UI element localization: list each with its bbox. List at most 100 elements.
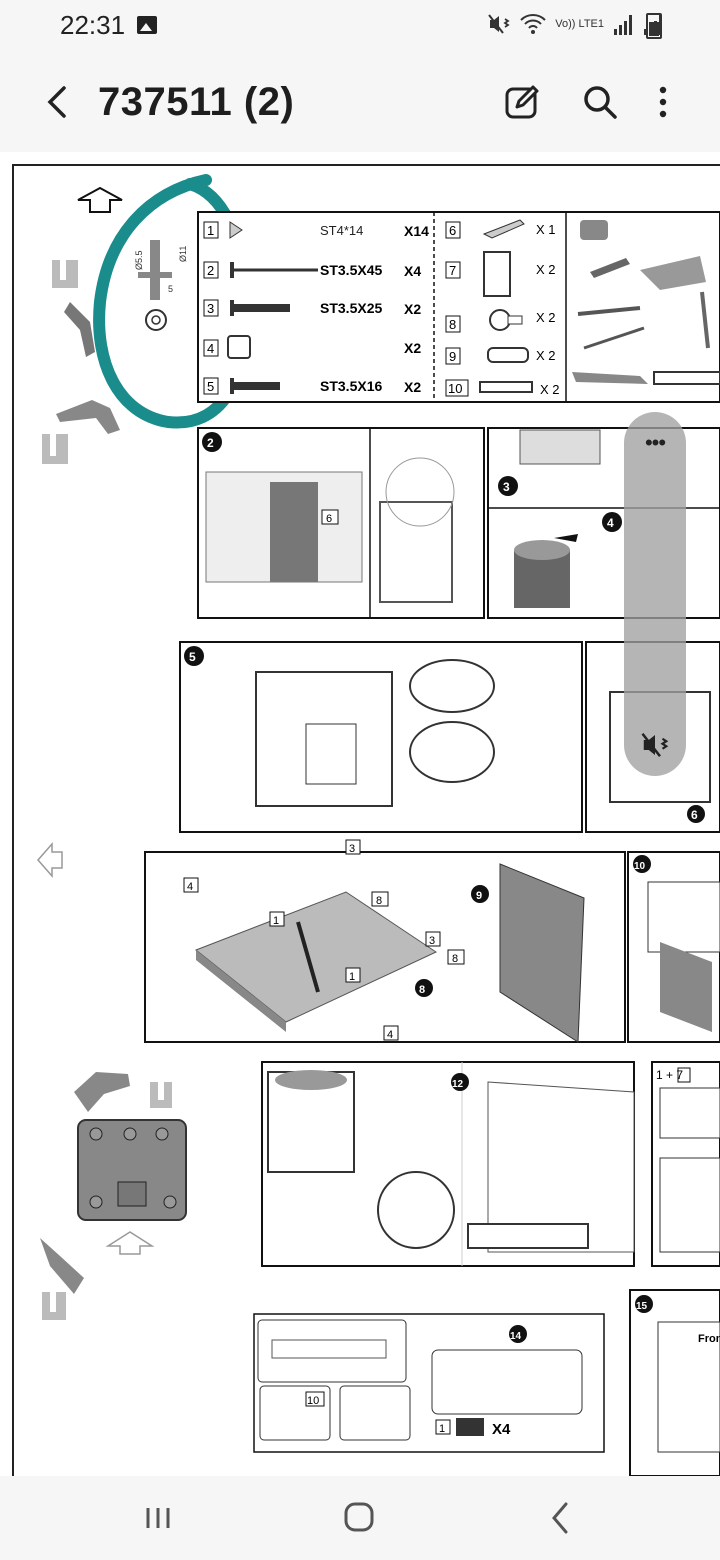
part-row-8: 8 X 2 (445, 309, 556, 333)
step-5-label: 5 (189, 650, 196, 664)
part-spec-5: ST3.5X16 (320, 378, 382, 394)
panel-more-button[interactable]: ••• (644, 430, 666, 455)
step-12-panel: 12 (261, 1061, 635, 1267)
step-13-panel: 1 + 7 (651, 1061, 720, 1267)
part-num-9: 9 (449, 349, 456, 364)
part-num-5: 5 (207, 379, 214, 394)
more-options-button[interactable] (644, 80, 688, 124)
part-row-10: 10 X 2 (445, 379, 560, 397)
step-3-label: 3 (503, 480, 510, 494)
part-qty-10: X 2 (540, 382, 560, 397)
edit-button[interactable] (500, 80, 544, 124)
part-qty-9: X 2 (536, 348, 556, 363)
recents-button[interactable] (128, 1496, 188, 1540)
status-time: 22:31 (60, 10, 126, 40)
step-10-panel: 10 (627, 851, 720, 1043)
step-8-callout-8b: 8 (452, 953, 458, 965)
step-14-label: 14 (510, 1331, 522, 1342)
arrow-up-outline-icon (105, 1231, 155, 1255)
home-button[interactable] (328, 1496, 388, 1540)
screw-dimension-drawing: Ø5.5 Ø11 5 (134, 240, 188, 331)
search-icon (584, 86, 617, 119)
part-row-5: 5 ST3.5X16 X2 (203, 377, 421, 395)
drill-icon-set-2 (42, 400, 120, 464)
drill-icon-set-1 (52, 260, 95, 357)
back-icon (552, 1502, 568, 1534)
part-row-4: 4 X2 (203, 335, 421, 359)
edit-icon (505, 85, 539, 119)
part-row-9: 9 X 2 (445, 347, 556, 365)
dim-label-3: 5 (168, 284, 173, 294)
mute-vibrate-icon[interactable] (640, 730, 670, 760)
image-notification-icon (137, 16, 157, 34)
mute-vibrate-icon (488, 14, 510, 34)
status-icons: Vo)) LTE1 (487, 12, 664, 36)
step-2-callout: 6 (326, 513, 332, 525)
signal-1-icon (612, 13, 634, 35)
step-8-callout-1b: 1 (349, 971, 355, 983)
hinge-plate-drawing (40, 1072, 187, 1320)
part-qty-7: X 2 (536, 262, 556, 277)
part-qty-1: X14 (404, 223, 429, 239)
home-icon (344, 1502, 374, 1532)
page-title: 737511 (2) (98, 80, 295, 124)
part-row-1: 1 ST4*14 X14 (203, 221, 429, 239)
step-8-callout-8a: 8 (376, 895, 382, 907)
step-6-label: 6 (691, 808, 698, 822)
part-qty-6: X 1 (536, 222, 556, 237)
part-num-7: 7 (449, 263, 456, 278)
part-row-2: 2 ST3.5X45 X4 (203, 261, 421, 279)
step-12-label: 12 (452, 1079, 464, 1090)
system-nav-bar (0, 1476, 720, 1560)
part-qty-2: X4 (404, 263, 421, 279)
step-13-callout: 1 + 7 (656, 1068, 683, 1082)
document-viewer[interactable]: Ø5.5 Ø11 5 1 ST4*14 X14 2 ST3.5X45 X4 (0, 152, 720, 1476)
part-num-10: 10 (448, 381, 462, 396)
step-8-callout-3a: 3 (349, 843, 355, 855)
step-14-panel: 10 14 1 X4 (253, 1313, 605, 1453)
status-bar: 22:31 Vo)) LTE1 (0, 0, 720, 52)
part-qty-4: X2 (404, 340, 421, 356)
dim-label-1: Ø5.5 (134, 250, 144, 270)
recents-icon (146, 1508, 170, 1528)
step-14-callout-10: 10 (307, 1395, 319, 1407)
part-num-6: 6 (449, 223, 456, 238)
step-14-callout-1: 1 (439, 1423, 445, 1435)
part-qty-3: X2 (404, 301, 421, 317)
step-4-label: 4 (607, 516, 614, 530)
manual-diagram: Ø5.5 Ø11 5 1 ST4*14 X14 2 ST3.5X45 X4 (37, 174, 720, 1476)
back-button[interactable] (38, 82, 78, 122)
step-8-callout-4a: 4 (187, 881, 193, 893)
step-8-callout-4b: 4 (387, 1029, 393, 1041)
dim-label-2: Ø11 (178, 246, 188, 262)
step-10-label: 10 (634, 861, 646, 872)
nav-back-button[interactable] (530, 1496, 590, 1540)
part-spec-2: ST3.5X45 (320, 262, 382, 278)
step-14-qty: X4 (492, 1421, 511, 1438)
network-label: Vo)) LTE1 (555, 17, 604, 30)
step-5-panel: 5 (179, 641, 583, 833)
arrow-left-outline-icon (37, 842, 63, 878)
part-num-4: 4 (207, 341, 214, 356)
part-qty-5: X2 (404, 379, 421, 395)
part-num-1: 1 (207, 223, 214, 238)
search-button[interactable] (578, 80, 622, 124)
floating-side-panel[interactable]: ••• (624, 412, 686, 776)
arrow-up-icon (77, 186, 123, 213)
part-spec-3: ST3.5X25 (320, 300, 382, 316)
step-8-callout-3b: 3 (429, 935, 435, 947)
tools-illustration (572, 220, 720, 385)
step-8-callout-1a: 1 (273, 915, 279, 927)
part-spec-1: ST4*14 (320, 223, 363, 238)
more-vertical-icon (659, 86, 667, 118)
step-8-panel: 4 1 3 8 3 8 1 4 8 9 (144, 839, 626, 1043)
step-2-label: 2 (207, 436, 214, 450)
step-2-panel: 2 6 (197, 427, 485, 619)
chevron-left-icon (47, 86, 66, 118)
part-num-2: 2 (207, 263, 214, 278)
step-15-label: 15 (636, 1301, 648, 1312)
battery-icon (646, 13, 662, 39)
part-row-6: 6 X 1 (445, 219, 556, 239)
step-9-label: 9 (476, 890, 482, 902)
wifi-icon (520, 14, 546, 34)
